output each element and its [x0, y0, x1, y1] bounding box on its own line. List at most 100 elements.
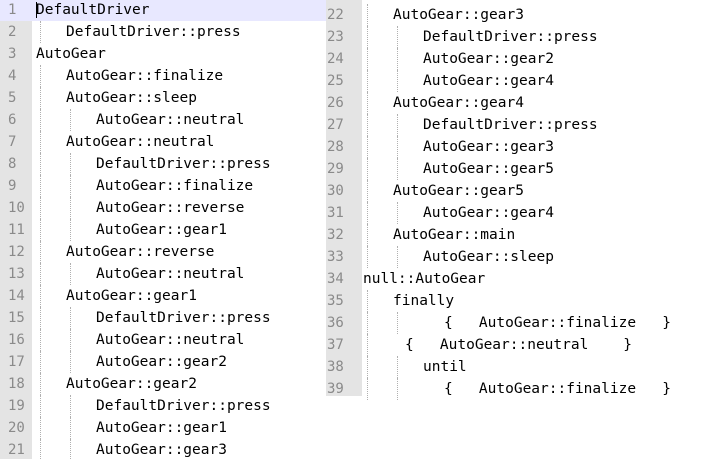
indent-guide: [40, 439, 41, 459]
indent-guide: [367, 26, 368, 48]
code-text: AutoGear: [36, 46, 106, 62]
indent-guide: [367, 92, 368, 114]
code-text: DefaultDriver::press: [96, 398, 271, 414]
code-line[interactable]: 36{ AutoGear::finalize }: [326, 312, 710, 334]
indent-guide: [367, 224, 368, 246]
line-number: 18: [8, 376, 25, 392]
code-text: null::AutoGear: [363, 271, 486, 287]
line-number: 29: [327, 161, 344, 177]
code-line[interactable]: 19 DefaultDriver::press: [0, 395, 326, 417]
indent-guide: [40, 109, 41, 131]
line-number: 1: [8, 2, 17, 18]
code-text: AutoGear::main: [393, 227, 516, 243]
indent-guide: [367, 158, 368, 180]
line-number-gutter: [0, 0, 32, 459]
code-line[interactable]: 18 AutoGear::gear2: [0, 373, 326, 395]
code-text: AutoGear::neutral: [96, 266, 245, 282]
code-text: AutoGear::gear3: [423, 139, 554, 155]
code-line[interactable]: 35 finally: [326, 290, 710, 312]
indent-guide: [40, 131, 41, 153]
code-text: AutoGear::gear1: [96, 222, 227, 238]
indent-guide: [40, 153, 41, 175]
indent-guide: [70, 417, 71, 439]
code-line[interactable]: 30 AutoGear::gear5: [326, 180, 710, 202]
indent-guide: [367, 312, 368, 334]
code-line[interactable]: 32 AutoGear::main: [326, 224, 710, 246]
code-line[interactable]: 2 DefaultDriver::press: [0, 21, 326, 43]
indent-guide: [367, 246, 368, 268]
line-number: 2: [8, 24, 17, 40]
line-number: 39: [327, 381, 344, 397]
line-number: 33: [327, 249, 344, 265]
indent-guide: [70, 395, 71, 417]
indent-guide: [70, 439, 71, 459]
indent-guide: [40, 197, 41, 219]
indent-guide: [397, 26, 398, 48]
code-line[interactable]: 39{ AutoGear::finalize }: [326, 378, 710, 400]
line-number: 36: [327, 315, 344, 331]
code-text: AutoGear::gear2: [66, 376, 197, 392]
line-number: 25: [327, 73, 344, 89]
indent-guide: [367, 202, 368, 224]
indent-guide: [397, 48, 398, 70]
line-number: 30: [327, 183, 344, 199]
code-line[interactable]: 37{ AutoGear::neutral }: [326, 334, 710, 356]
code-text: finally: [393, 293, 455, 309]
indent-guide: [397, 136, 398, 158]
indent-guide: [397, 246, 398, 268]
indent-guide: [397, 378, 398, 400]
line-number: 32: [327, 227, 344, 243]
code-text: AutoGear::neutral: [66, 134, 215, 150]
line-number: 27: [327, 117, 344, 133]
line-number: 5: [8, 90, 17, 106]
indent-guide: [367, 48, 368, 70]
line-number: 35: [327, 293, 344, 309]
indent-guide: [367, 378, 368, 400]
indent-guide: [70, 175, 71, 197]
code-text: AutoGear::gear3: [96, 442, 227, 458]
indent-guide: [70, 153, 71, 175]
code-text: DefaultDriver::press: [66, 24, 241, 40]
indent-guide: [397, 158, 398, 180]
code-text: AutoGear::neutral: [96, 112, 245, 128]
indent-guide: [40, 65, 41, 87]
indent-guide: [40, 263, 41, 285]
line-number: 19: [8, 398, 25, 414]
indent-guide: [367, 4, 368, 26]
code-text: AutoGear::gear2: [96, 354, 227, 370]
line-number: 23: [327, 29, 344, 45]
code-text: AutoGear::gear5: [393, 183, 524, 199]
